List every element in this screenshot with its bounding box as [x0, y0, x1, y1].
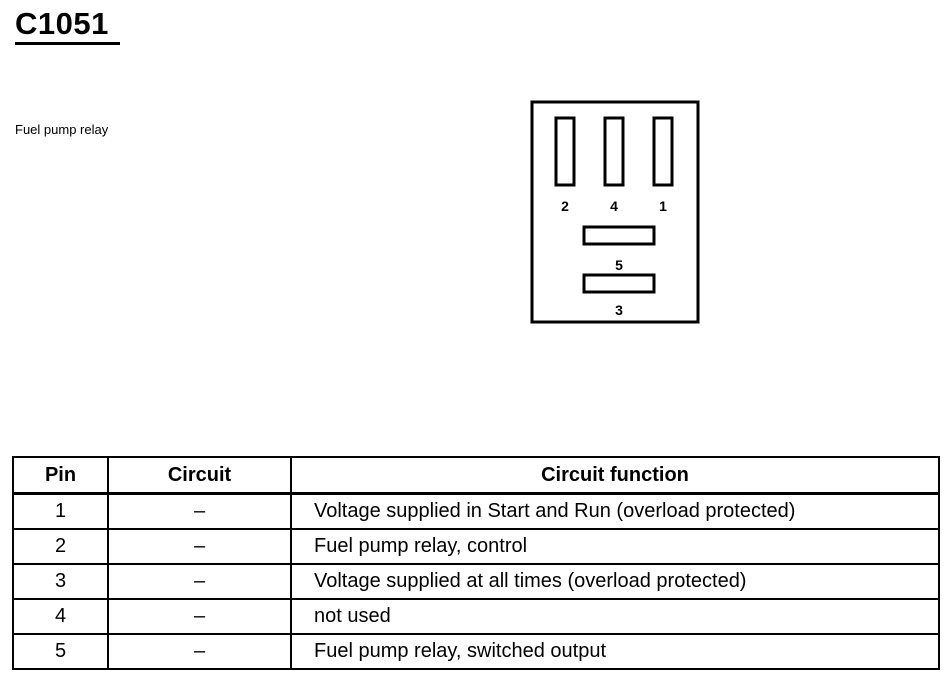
pin-4-terminal	[603, 116, 625, 187]
table-row: 5 – Fuel pump relay, switched output	[12, 633, 940, 670]
circuit-function-cell: Fuel pump relay, control	[290, 528, 940, 565]
pin-function-table: Pin Circuit Circuit function 1 – Voltage…	[12, 456, 940, 670]
table-row: 1 – Voltage supplied in Start and Run (o…	[12, 492, 940, 530]
connector-outline	[530, 100, 700, 324]
pin-4-label: 4	[610, 198, 618, 214]
pin-cell: 2	[12, 528, 109, 565]
title-underline	[15, 42, 120, 45]
pin-cell: 1	[12, 492, 109, 530]
pin-2-label: 2	[561, 198, 569, 214]
table-header-row: Pin Circuit Circuit function	[12, 456, 940, 495]
connector-face-diagram: 2 4 1 5 3	[530, 100, 700, 324]
table-row: 2 – Fuel pump relay, control	[12, 528, 940, 565]
column-header-circuit: Circuit	[107, 456, 292, 495]
circuit-cell: –	[107, 598, 292, 635]
circuit-function-cell: not used	[290, 598, 940, 635]
column-header-pin: Pin	[12, 456, 109, 495]
pin-5-label: 5	[615, 257, 623, 273]
column-header-circuit-function: Circuit function	[290, 456, 940, 495]
circuit-cell: –	[107, 633, 292, 670]
connector-description: Fuel pump relay	[15, 122, 109, 137]
pin-cell: 5	[12, 633, 109, 670]
pin-3-label: 3	[615, 302, 623, 318]
pin-1-label: 1	[659, 198, 667, 214]
pin-cell: 3	[12, 563, 109, 600]
pin-3-terminal	[582, 273, 656, 294]
pin-2-terminal	[554, 116, 576, 187]
circuit-function-cell: Voltage supplied in Start and Run (overl…	[290, 492, 940, 530]
connector-id-title: C1051	[15, 6, 109, 41]
pin-cell: 4	[12, 598, 109, 635]
pin-1-terminal	[652, 116, 674, 187]
circuit-function-cell: Voltage supplied at all times (overload …	[290, 563, 940, 600]
circuit-cell: –	[107, 492, 292, 530]
table-row: 3 – Voltage supplied at all times (overl…	[12, 563, 940, 600]
circuit-function-cell: Fuel pump relay, switched output	[290, 633, 940, 670]
table-row: 4 – not used	[12, 598, 940, 635]
pin-5-terminal	[582, 225, 656, 246]
circuit-cell: –	[107, 528, 292, 565]
circuit-cell: –	[107, 563, 292, 600]
